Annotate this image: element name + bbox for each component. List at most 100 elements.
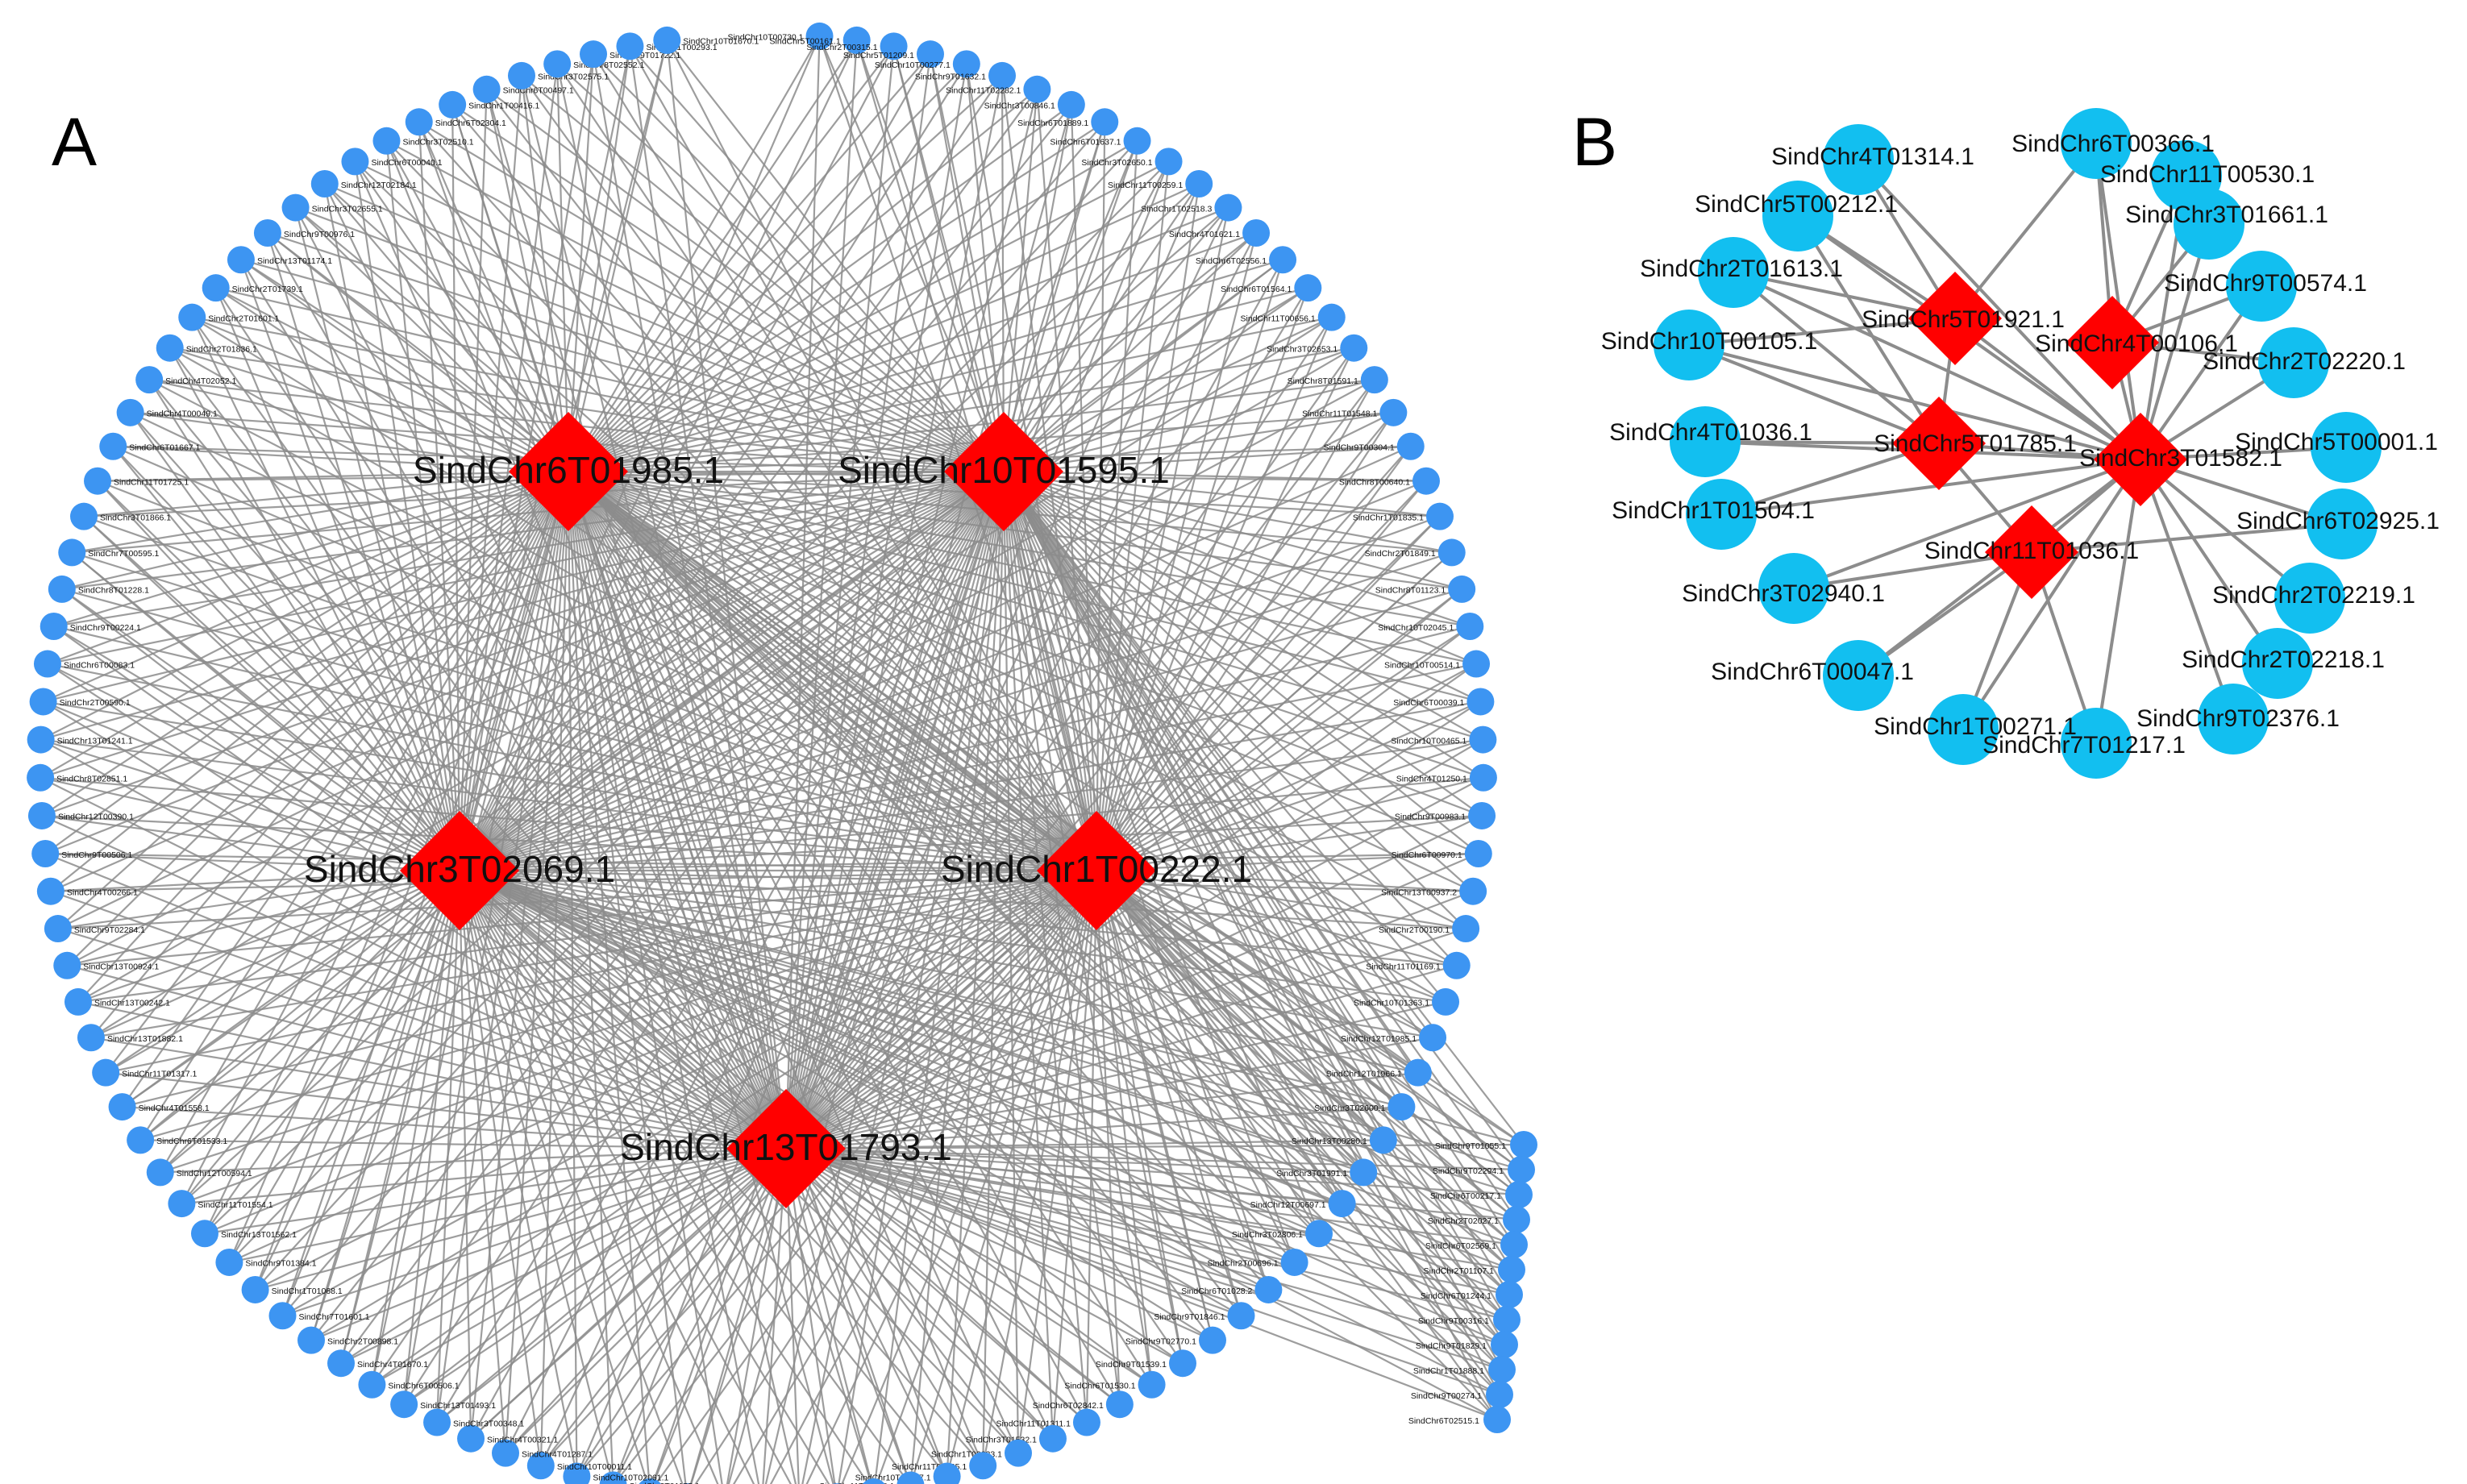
panel-a-edge (982, 870, 1098, 1466)
panel-a-leaf-label: SindChr2T00898.1 (327, 1336, 398, 1346)
panel-b-hub-node (2066, 296, 2159, 389)
panel-a-edge (855, 39, 1005, 472)
panel-a-edges (40, 35, 1525, 1484)
panel-a-edge (403, 1148, 787, 1406)
panel-a-leaf-label: SindChr11T00259.1 (1108, 181, 1183, 190)
panel-a-edge (946, 870, 1098, 1477)
panel-a-leaf-label: SindChr10T00730.1 (728, 33, 804, 43)
panel-a-edge (784, 104, 1072, 1149)
panel-a-edge (459, 869, 1525, 1146)
panel-a-leaf-label: SindChr6T02304.1 (435, 118, 506, 128)
panel-a-leaf-label: SindChr12T00697.1 (1250, 1200, 1326, 1210)
panel-a-edge (818, 35, 1098, 871)
panel-a-outer-leaf-label: SindChr9T01055.1 (1435, 1141, 1506, 1151)
panel-a-edge (556, 64, 570, 472)
panel-a-leaf-node (1379, 398, 1408, 426)
panel-a-leaf-node (1437, 538, 1466, 567)
panel-a-edge (90, 869, 1097, 1039)
panel-a-edge (77, 1000, 787, 1150)
panel-a-edge (785, 480, 1427, 1149)
panel-a-leaf-node (1105, 1390, 1134, 1419)
panel-a-edge (97, 480, 787, 1149)
panel-a-leaf-node (1305, 1220, 1333, 1248)
panel-a-edge (593, 53, 1005, 472)
panel-a-edge (1096, 738, 1483, 872)
panel-a-leaf-label: SindChr12T00390.1 (58, 813, 134, 822)
panel-a-edge (784, 1148, 800, 1484)
panel-a-edge (567, 471, 797, 1484)
panel-a-leaf-label: SindChr6T01530.1 (1064, 1382, 1135, 1391)
panel-a-outer-leaf-label: SindChr2T01107.1 (1424, 1266, 1495, 1276)
panel-a-leaf-label: SindChr3T01991.1 (1276, 1169, 1347, 1178)
panel-a-edge (784, 89, 1038, 1149)
panel-a-edge (148, 379, 569, 473)
panel-a-edge (459, 869, 1522, 1171)
panel-a-edge (130, 411, 569, 473)
panel-a-leaf-node (253, 219, 281, 247)
panel-a-leaf-node (127, 1126, 155, 1154)
panel-a-leaf-node (156, 334, 184, 362)
panel-a-leaf-node (135, 366, 164, 394)
panel-a-edge (521, 75, 1097, 871)
panel-a-outer-leaf-label: SindChr9T02294.1 (1433, 1166, 1504, 1176)
panel-a-edge (77, 869, 1097, 1004)
panel-a-leaf-node (952, 50, 980, 78)
panel-a-edge (1096, 870, 1515, 1245)
panel-a-edge (1096, 870, 1508, 1320)
panel-a-outer-leaf-node (1500, 1231, 1528, 1258)
panel-b-leaf-node (2274, 563, 2345, 634)
panel-b-leaf-label: SindChr6T02925.1 (2236, 508, 2440, 534)
panel-a-edge (982, 471, 1005, 1466)
panel-a-leaf-label: SindChr7T00595.1 (88, 549, 159, 559)
panel-a-leaf-node (268, 1302, 297, 1330)
panel-a-edge (459, 869, 1517, 1221)
panel-a-edge (50, 869, 460, 892)
panel-a-leaf-node (472, 75, 501, 103)
panel-a-edge (568, 471, 1121, 1405)
panel-a-leaf-node (1091, 108, 1119, 136)
panel-a-edge (1003, 232, 1257, 472)
panel-b-edge (1733, 271, 2141, 461)
panel-a-edge (1002, 471, 1098, 871)
panel-a-edge (43, 700, 787, 1149)
panel-a-leaf-node (543, 50, 572, 78)
panel-a-leaf-node (1269, 246, 1297, 274)
panel-a-leaf-node (390, 1390, 418, 1419)
panel-a-leaf-label: SindChr4T01670.1 (357, 1360, 428, 1370)
panel-a-edge (354, 161, 461, 871)
panel-a-edge (784, 140, 1138, 1149)
panel-a-edge (785, 1105, 1402, 1150)
panel-a-edge (1096, 379, 1375, 871)
panel-a-leaf-node (297, 1326, 326, 1354)
panel-a-edge (785, 1147, 1520, 1196)
panel-a-hub-label: SindChr6T01985.1 (413, 449, 724, 491)
panel-a-leaf-label: SindChr13T01241.1 (57, 736, 133, 746)
panel-a-edge (294, 207, 461, 871)
panel-a-leaf-node (863, 1478, 885, 1484)
panel-a-edge (168, 347, 460, 871)
panel-a-edge (228, 869, 1097, 1263)
panel-a-leaf-label: SindChr8T02851.1 (56, 775, 127, 784)
panel-b-leaf-label: SindChr2T02219.1 (2212, 582, 2415, 609)
panel-a-edge (1003, 471, 1466, 929)
panel-a-leaf-node (341, 148, 369, 176)
panel-a-leaf-node (36, 877, 64, 905)
panel-a-edge (112, 446, 460, 871)
panel-b-edge (1720, 458, 2141, 516)
panel-a-leaf-node (1442, 951, 1471, 979)
panel-a-leaf-node (1459, 877, 1487, 905)
panel-a-leaf-node (1138, 1370, 1166, 1399)
panel-a-leaf-label: SindChr6T00970.1 (1392, 850, 1462, 860)
panel-a-edge (567, 471, 723, 1484)
panel-b-leaf-node (1670, 406, 1741, 477)
panel-a-leaf-label: SindChr4T01287.1 (522, 1449, 593, 1459)
panel-a-edge (652, 1148, 788, 1484)
panel-a-edge (339, 870, 461, 1364)
panel-a-edge (946, 471, 1005, 1477)
panel-a-leaf-node (31, 839, 60, 867)
panel-b-edge (2031, 522, 2343, 554)
panel-a-edge (255, 870, 1097, 1291)
panel-a-leaf-label: SindChr6T02556.1 (1196, 256, 1267, 266)
panel-a-edge (784, 471, 1005, 1149)
panel-a-leaf-label: SindChr4T01558.1 (139, 1104, 210, 1113)
